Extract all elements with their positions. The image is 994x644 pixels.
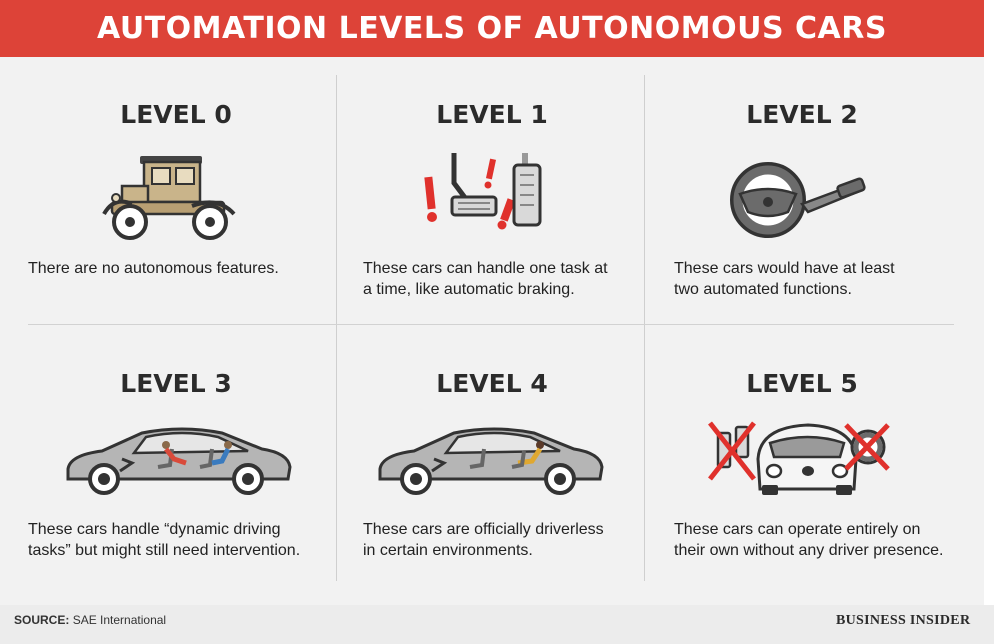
level-4-description-line-1: These cars are officially driverless	[363, 521, 604, 538]
brake-pedal-icon	[422, 149, 552, 236]
level-1-title: LEVEL 1	[436, 100, 548, 129]
levels-panel: LEVEL 0 There are no autonomous features…	[0, 57, 984, 605]
level-0-description: There are no autonomous features.	[28, 258, 328, 279]
level-1-description-line-2: a time, like automatic braking.	[363, 281, 575, 298]
level-2-description-line-1: These cars would have at least	[674, 260, 895, 277]
level-2-description-line-2: two automated functions.	[674, 281, 852, 298]
sedan-with-passenger-icon	[374, 423, 606, 500]
steering-wheel-icon	[728, 160, 872, 247]
footer-bar	[0, 605, 994, 644]
business-insider-logo: BUSINESS INSIDER	[836, 613, 971, 628]
right-edge	[984, 0, 994, 605]
level-3-description-line-2: tasks” but might still need intervention…	[28, 542, 301, 559]
level-4-description: These cars are officially driverless in …	[363, 519, 663, 561]
source-value: SAE International	[72, 613, 167, 627]
level-1-description-line-1: These cars can handle one task at	[363, 260, 608, 277]
level-5-description-line-2: their own without any driver presence.	[674, 542, 944, 559]
row-divider	[28, 324, 954, 325]
level-3-description: These cars handle “dynamic driving tasks…	[28, 519, 333, 561]
level-1-description: These cars can handle one task at a time…	[363, 258, 663, 300]
level-3-description-line-1: These cars handle “dynamic driving	[28, 521, 281, 538]
level-5-title: LEVEL 5	[746, 369, 858, 398]
self-driving-pod-icon	[708, 419, 890, 504]
sedan-with-driver-icon	[62, 423, 294, 500]
column-divider-2	[644, 75, 645, 581]
column-divider-1	[336, 75, 337, 581]
level-5-description-line-1: These cars can operate entirely on	[674, 521, 921, 538]
level-3-title: LEVEL 3	[120, 369, 232, 398]
level-0-description-line-1: There are no autonomous features.	[28, 260, 279, 277]
source-credit: SOURCE: SAE International	[14, 613, 166, 627]
level-2-title: LEVEL 2	[746, 100, 858, 129]
vintage-car-icon	[100, 152, 240, 249]
level-0-title: LEVEL 0	[120, 100, 232, 129]
crossed-steering-wheel-icon	[844, 423, 890, 471]
crossed-pedals-icon	[708, 421, 756, 481]
source-label: SOURCE:	[14, 613, 70, 627]
level-4-description-line-2: in certain environments.	[363, 542, 533, 559]
level-5-description: These cars can operate entirely on their…	[674, 519, 979, 561]
level-2-description: These cars would have at least two autom…	[674, 258, 974, 300]
infographic-title: AUTOMATION LEVELS OF AUTONOMOUS CARS	[0, 0, 984, 57]
level-4-title: LEVEL 4	[436, 369, 548, 398]
